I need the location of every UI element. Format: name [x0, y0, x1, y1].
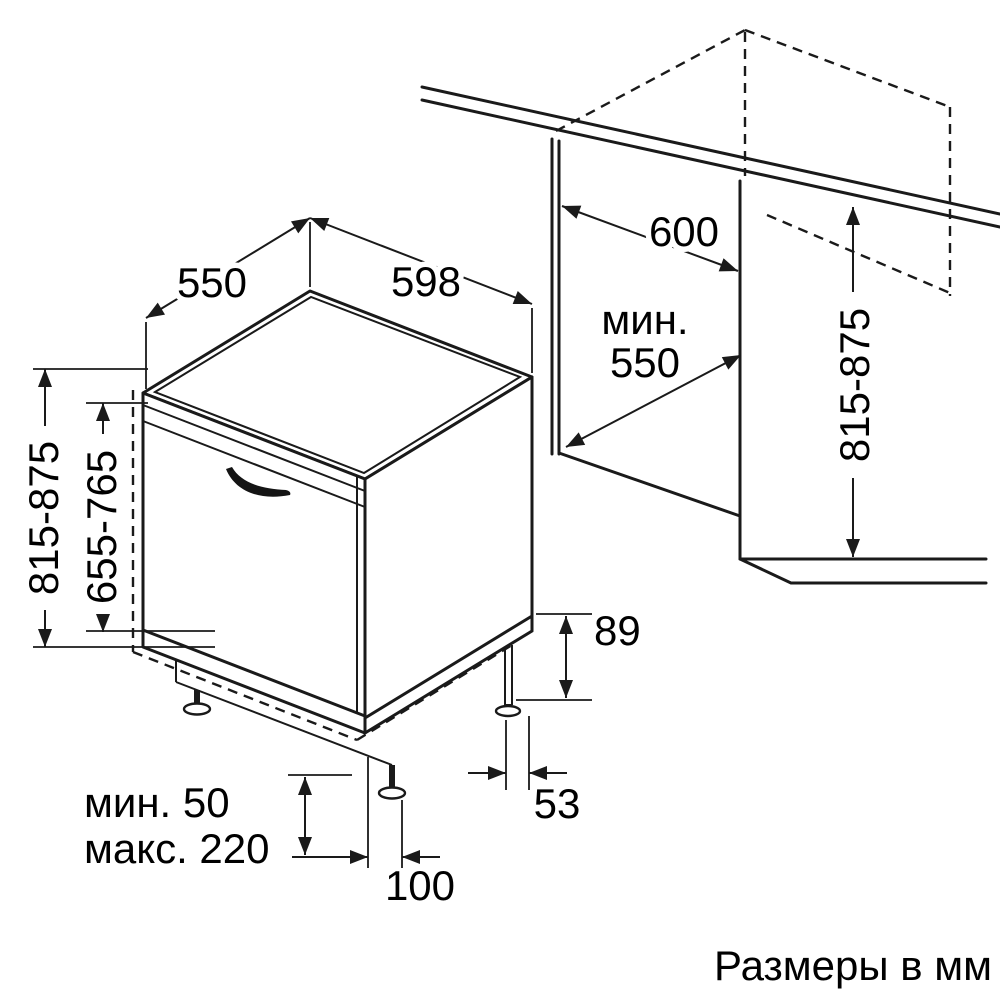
label-niche-height-815-875: 815-875	[831, 308, 878, 462]
label-niche-depth-min: мин.	[601, 296, 688, 343]
niche-opening-edges	[550, 137, 742, 561]
units-note: Размеры в мм	[714, 942, 992, 989]
dishwasher-top-rim	[152, 295, 523, 475]
label-door-height-655-765: 655-765	[78, 450, 125, 604]
door-panel-lines	[142, 404, 366, 712]
label-niche-width-600: 600	[649, 208, 719, 255]
front-foot	[377, 786, 407, 800]
foot-stems	[194, 690, 395, 788]
dim-niche-width-600	[561, 205, 739, 272]
label-rear-foot-53: 53	[534, 780, 581, 827]
floor-lines	[738, 557, 988, 585]
rear-foot	[494, 704, 522, 718]
rear-foot-stem	[504, 645, 513, 706]
dim-depth-550	[145, 217, 311, 319]
dimension-lines	[33, 205, 860, 868]
label-front-foot-100: 100	[385, 862, 455, 909]
label-plinth-min-50: мин. 50	[84, 779, 230, 826]
label-plinth-max-220: макс. 220	[84, 825, 270, 872]
label-base-step-89: 89	[594, 607, 641, 654]
plinth-recess-edges	[175, 660, 393, 766]
dimension-labels: 550 598 600 мин. 550 815-875 655-765 815…	[20, 203, 992, 990]
door-handle	[226, 467, 291, 497]
niche-hidden-edges-dashed	[555, 28, 952, 296]
countertop-edge-lines	[420, 85, 1000, 229]
label-width-598: 598	[391, 258, 461, 305]
label-depth-550: 550	[177, 259, 247, 306]
niche-drawing	[420, 28, 1000, 585]
label-height-815-875: 815-875	[20, 441, 67, 595]
decor-panel-dashed-outline	[131, 390, 513, 742]
dim-niche-depth-550	[565, 354, 742, 448]
dishwasher-base-edges	[141, 614, 534, 735]
left-foot	[182, 702, 212, 716]
dishwasher-drawing	[131, 289, 534, 800]
label-niche-depth-550: 550	[610, 339, 680, 386]
dim-width-598	[309, 217, 533, 305]
